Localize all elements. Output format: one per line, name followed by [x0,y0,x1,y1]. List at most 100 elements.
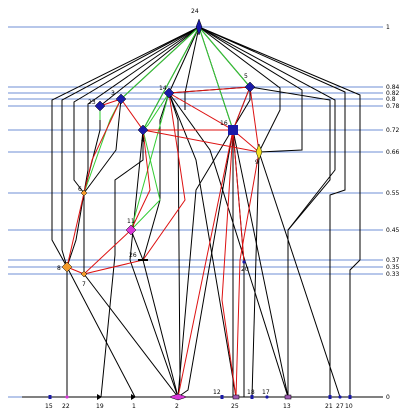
black-edge [83,273,179,398]
node-17-label: 17 [262,389,270,396]
node-7-shape [80,270,88,278]
node-15-label: 15 [45,403,53,410]
node-24-shape [195,18,203,36]
black-edge [177,129,234,398]
node-21: 21 [325,395,333,410]
node-20: 20 [241,260,249,273]
node-19-shape [97,394,102,400]
black-edges [22,26,383,398]
node-24-label: 24 [191,8,199,15]
black-edge [83,26,200,194]
red-edge [232,129,245,263]
node-2-shape [168,393,188,401]
black-edge [130,229,144,261]
black-edge [198,26,336,231]
level-label: 0 [386,394,390,401]
red-edge [221,86,251,398]
node-12-shape [220,395,224,399]
black-edge [61,26,200,268]
node-3: 3 [111,90,127,105]
black-edge [198,26,346,397]
node-5-label: 5 [244,73,248,80]
red-edge [83,229,132,275]
node-11-label: 11 [127,218,135,225]
node-19-label: 19 [96,403,104,410]
node-27-shape [338,395,342,399]
black-edge [51,26,200,268]
node-14-label: 14 [159,85,167,92]
black-edge [66,192,85,268]
level-label: 0.8 [386,96,396,103]
green-edge [198,26,234,131]
node-12-label: 12 [213,389,221,396]
node-2: 2 [168,393,188,410]
black-edge [251,151,260,398]
node-9-shape [255,143,263,161]
node-6-shape [80,189,88,197]
node-15: 15 [45,395,53,410]
red-edge [83,259,144,275]
node-5-shape [244,81,256,93]
red-edge [142,92,186,261]
node-8-shape [61,261,73,273]
red-edge [142,129,260,153]
node-13: 13 [283,394,292,410]
level-label: 0.84 [386,84,400,91]
black-edge [73,26,200,194]
node-5: 5 [244,73,256,93]
black-edge [168,92,237,398]
black-edge [168,92,181,398]
black-edge [258,151,341,398]
node-12: 12 [213,389,224,399]
black-edge [168,92,289,398]
node-27-label: 27 [336,403,344,410]
node-16-label: 16 [220,120,228,127]
red-edge [168,92,234,131]
black-edge [129,129,179,398]
red-edge [249,86,260,153]
red-edge [83,98,122,194]
node-13-label: 13 [283,403,291,410]
node-18-label: 18 [247,389,255,396]
node-17-shape [265,395,269,399]
level-label: 1 [386,24,390,31]
level-label: 0.35 [386,264,400,271]
black-edge [198,26,281,153]
node-10-label: 10 [345,403,353,410]
green-edges [83,26,251,231]
node-23-label: 23 [88,99,96,106]
green-edge [130,129,161,231]
node-8-label: 8 [57,265,61,272]
node-8: 8 [57,261,73,273]
node-25: 25 [231,394,240,410]
node-1-shape [131,394,136,400]
node-25-label: 25 [231,403,239,410]
node-11-shape [125,224,137,236]
node-20-label: 20 [241,266,249,273]
level-label: 0.72 [386,127,400,134]
black-edge [99,26,200,107]
red-edge [177,129,234,398]
level-label: 0.33 [386,271,400,278]
node-2-label: 2 [175,403,179,410]
red-edge [66,192,85,268]
black-edge [66,266,136,398]
black-edge [198,26,361,397]
red-edge [130,129,151,231]
node-21-shape [328,395,332,399]
node-6-label: 6 [78,186,82,193]
node-11: 11 [125,218,137,236]
node-4-label: 4 [141,137,145,144]
level-label: 0.78 [386,103,400,110]
node-3-shape [115,93,127,105]
node-18-shape [250,395,254,399]
red-edge [168,86,251,94]
red-edges [66,86,260,398]
level-label: 0.82 [386,90,400,97]
black-edge [142,259,179,398]
green-edge [120,26,200,100]
black-edge [100,130,144,398]
node-26: 26 [129,252,148,261]
